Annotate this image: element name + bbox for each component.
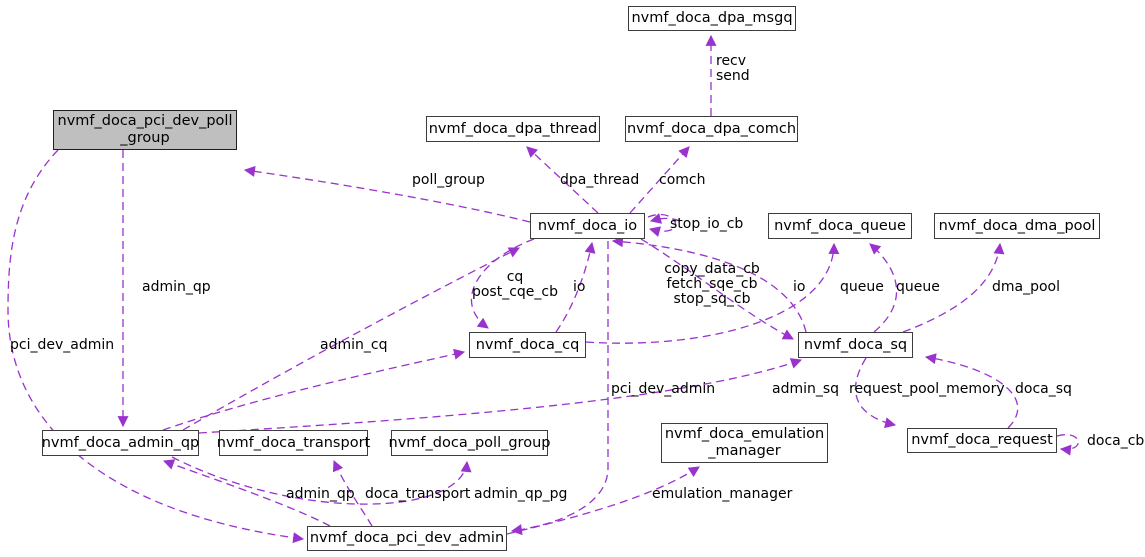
node-nvmf-doca-dpa-thread[interactable]: nvmf_doca_dpa_thread <box>426 116 600 142</box>
edge-label-recv-send: recv send <box>716 53 750 84</box>
edge-label-request-pool-memory: request_pool_memory <box>849 381 1005 397</box>
edge-label-doca-sq: doca_sq <box>1015 381 1072 397</box>
edge-label-sq-callbacks: copy_data_cb fetch_sqe_cb stop_sq_cb <box>664 261 760 307</box>
node-nvmf-doca-dpa-comch[interactable]: nvmf_doca_dpa_comch <box>625 116 798 142</box>
node-nvmf-doca-queue[interactable]: nvmf_doca_queue <box>768 213 912 239</box>
edge-label-dpa-thread: dpa_thread <box>560 172 640 188</box>
edge-label-queue-left: queue <box>840 279 884 295</box>
edge-label-queue-right: queue <box>896 279 940 295</box>
node-nvmf-doca-dpa-msgq[interactable]: nvmf_doca_dpa_msgq <box>628 6 796 31</box>
node-nvmf-doca-dma-pool[interactable]: nvmf_doca_dma_pool <box>934 213 1100 239</box>
edge-label-pci-dev-admin-left: pci_dev_admin <box>10 337 115 353</box>
edge-label-doca-cb: doca_cb <box>1087 433 1145 449</box>
node-nvmf-doca-sq[interactable]: nvmf_doca_sq <box>798 332 913 358</box>
edge-label-io-left: io <box>573 279 586 295</box>
edge-label-dma-pool: dma_pool <box>992 279 1061 295</box>
edge-label-admin-sq: admin_sq <box>772 381 840 397</box>
edge-label-stop-io-cb: stop_io_cb <box>670 216 744 232</box>
node-nvmf-doca-io[interactable]: nvmf_doca_io <box>530 213 645 239</box>
node-nvmf-doca-pci-dev-poll-group: nvmf_doca_pci_dev_poll _group <box>53 110 237 150</box>
edge-label-comch: comch <box>659 172 706 188</box>
edge-label-poll-group: poll_group <box>412 172 485 188</box>
node-nvmf-doca-request[interactable]: nvmf_doca_request <box>907 428 1057 453</box>
node-nvmf-doca-emulation-manager[interactable]: nvmf_doca_emulation _manager <box>661 423 828 463</box>
edge-label-admin-qp-bottom: admin_qp <box>286 486 355 502</box>
node-nvmf-doca-transport[interactable]: nvmf_doca_transport <box>217 430 370 456</box>
edge-label-doca-transport: doca_transport <box>365 486 471 502</box>
edge-label-cq-post-cqe-cb: cq post_cqe_cb <box>471 269 559 300</box>
node-nvmf-doca-cq[interactable]: nvmf_doca_cq <box>469 332 586 358</box>
edge-label-admin-cq: admin_cq <box>320 337 388 353</box>
edge-label-admin-qp-upper: admin_qp <box>142 279 211 295</box>
edge-label-pci-dev-admin-mid: pci_dev_admin <box>611 381 716 397</box>
edge-label-io-right: io <box>793 279 806 295</box>
edge-label-emulation-manager: emulation_manager <box>652 486 793 502</box>
node-nvmf-doca-poll-group[interactable]: nvmf_doca_poll_group <box>389 430 550 456</box>
edge-label-admin-qp-pg: admin_qp_pg <box>474 486 568 502</box>
node-nvmf-doca-admin-qp[interactable]: nvmf_doca_admin_qp <box>42 430 199 456</box>
node-nvmf-doca-pci-dev-admin[interactable]: nvmf_doca_pci_dev_admin <box>307 526 507 551</box>
